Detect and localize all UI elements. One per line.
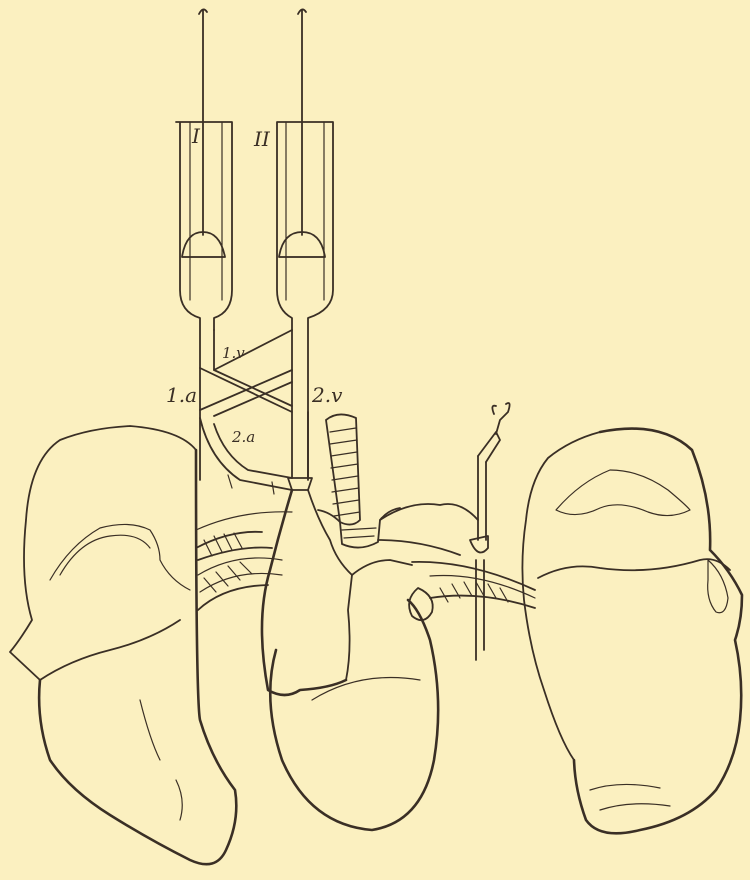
heart-ventricle — [270, 600, 438, 830]
label-syringe-1: I — [191, 124, 201, 148]
label-tube-2v: 2.v — [311, 383, 343, 407]
left-atrium — [262, 490, 346, 695]
syringe-1 — [176, 9, 232, 480]
left-lung — [10, 426, 236, 864]
syringe-1-barrel — [176, 122, 232, 480]
trachea — [318, 414, 400, 547]
heart — [262, 490, 438, 830]
right-lung — [522, 429, 742, 834]
right-lung-upper-lobe — [556, 470, 690, 516]
cannula-right — [470, 403, 510, 660]
label-syringe-2: II — [253, 127, 271, 151]
crossed-tubes — [200, 330, 312, 494]
label-tube-1v: 1.v — [222, 344, 245, 362]
left-lung-fissure — [50, 524, 190, 590]
tube-2v — [292, 412, 308, 478]
label-tube-1a: 1.a — [166, 383, 197, 407]
syringe-1-piston — [182, 232, 225, 257]
label-tube-2a: 2.a — [231, 428, 255, 446]
pulmonary-vessels-left — [196, 512, 292, 610]
